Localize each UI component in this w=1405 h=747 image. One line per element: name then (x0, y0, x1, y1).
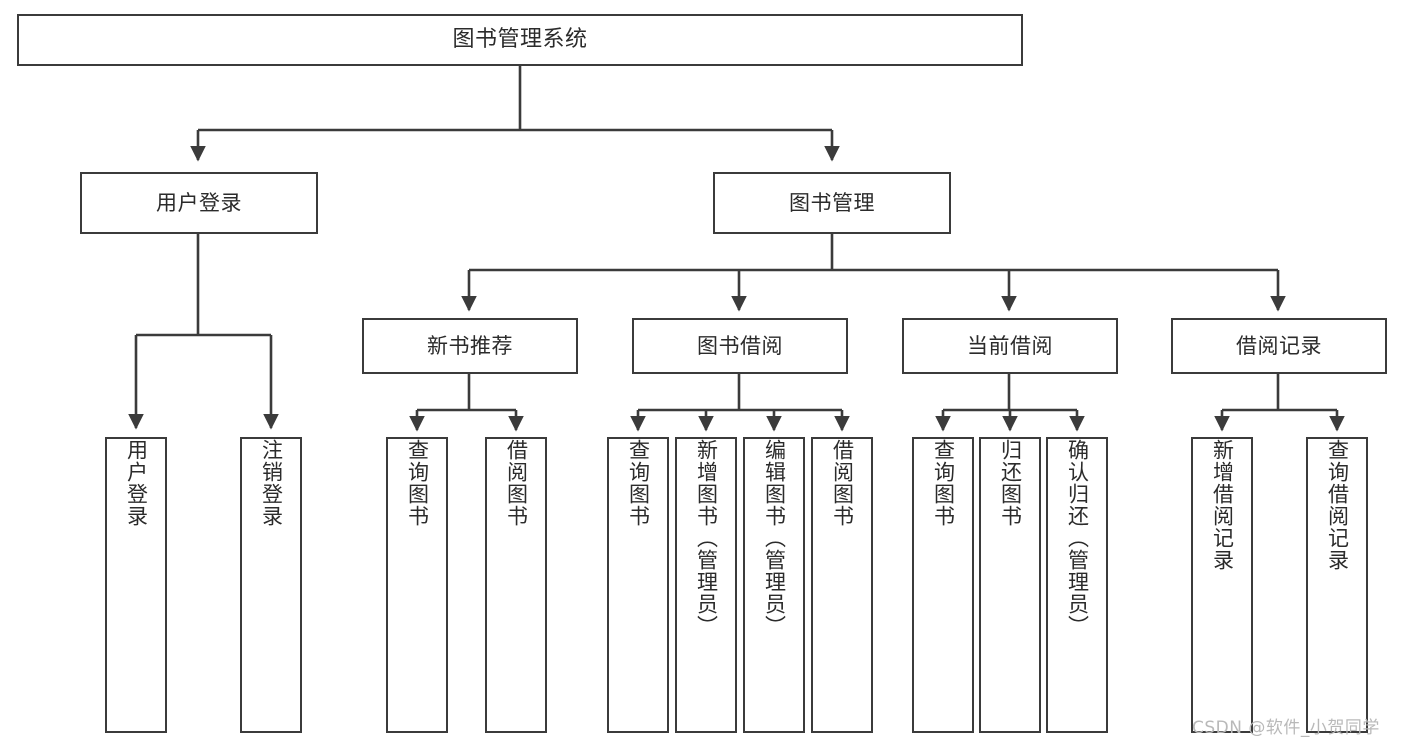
node-label: 查询借阅记录 (1325, 439, 1350, 571)
node-leaf-borrow-book-2[interactable]: 借阅图书 (811, 437, 873, 733)
node-label: 归还图书 (998, 439, 1023, 527)
node-label: 新增图书（管理员） (694, 439, 719, 637)
node-leaf-query-book-3[interactable]: 查询图书 (912, 437, 974, 733)
node-label: 用户登录 (156, 190, 242, 215)
node-leaf-add-book[interactable]: 新增图书（管理员） (675, 437, 737, 733)
node-label: 图书管理系统 (452, 27, 588, 53)
node-label: 编辑图书（管理员） (762, 439, 787, 637)
node-user-login[interactable]: 用户登录 (80, 172, 318, 234)
node-leaf-logout-login[interactable]: 注销登录 (240, 437, 302, 733)
node-label: 新增借阅记录 (1210, 439, 1235, 571)
node-root-system[interactable]: 图书管理系统 (17, 14, 1023, 66)
node-label: 用户登录 (124, 439, 149, 527)
node-label: 查询图书 (626, 439, 651, 527)
csdn-watermark: CSDN @软件_小贺同学 (1192, 718, 1380, 738)
node-label: 新书推荐 (427, 333, 513, 358)
node-leaf-add-record[interactable]: 新增借阅记录 (1191, 437, 1253, 733)
node-new-book-recommend[interactable]: 新书推荐 (362, 318, 578, 374)
node-leaf-query-record[interactable]: 查询借阅记录 (1306, 437, 1368, 733)
node-label: 确认归还（管理员） (1065, 439, 1090, 637)
node-book-management[interactable]: 图书管理 (713, 172, 951, 234)
node-leaf-edit-book[interactable]: 编辑图书（管理员） (743, 437, 805, 733)
node-label: 图书借阅 (697, 333, 783, 358)
node-label: 借阅记录 (1236, 333, 1322, 358)
node-label: 注销登录 (259, 439, 284, 527)
node-label: 借阅图书 (830, 439, 855, 527)
node-label: 查询图书 (405, 439, 430, 527)
node-leaf-user-login[interactable]: 用户登录 (105, 437, 167, 733)
node-leaf-return-book[interactable]: 归还图书 (979, 437, 1041, 733)
node-label: 图书管理 (789, 190, 875, 215)
node-borrow-record[interactable]: 借阅记录 (1171, 318, 1387, 374)
node-leaf-query-book-2[interactable]: 查询图书 (607, 437, 669, 733)
node-label: 当前借阅 (967, 333, 1053, 358)
node-leaf-borrow-book-1[interactable]: 借阅图书 (485, 437, 547, 733)
node-label: 查询图书 (931, 439, 956, 527)
node-book-borrow[interactable]: 图书借阅 (632, 318, 848, 374)
node-current-borrow[interactable]: 当前借阅 (902, 318, 1118, 374)
node-leaf-query-book-1[interactable]: 查询图书 (386, 437, 448, 733)
node-leaf-confirm-return[interactable]: 确认归还（管理员） (1046, 437, 1108, 733)
node-label: 借阅图书 (504, 439, 529, 527)
